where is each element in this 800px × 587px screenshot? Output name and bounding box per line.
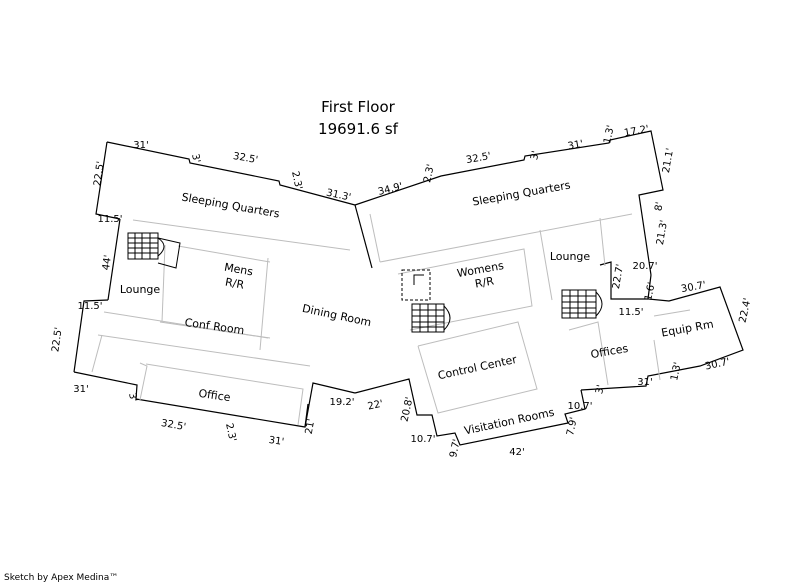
room-dining-room: Dining Room <box>301 302 373 329</box>
dimension-label: 32.5' <box>232 151 259 166</box>
room-equip-rm: Equip Rm <box>660 318 714 340</box>
dimension-label: 31' <box>73 384 88 395</box>
dimension-label: 17.2' <box>623 124 650 139</box>
dimension-label: 31.3' <box>325 188 352 204</box>
room-sleeping-quarters-left: Sleeping Quarters <box>181 191 281 221</box>
room-office: Office <box>198 387 232 404</box>
dimension-label: 3' <box>529 150 542 161</box>
dimension-label: 30.7' <box>704 357 731 373</box>
dimension-label: 32.5' <box>465 151 492 166</box>
dimension-label: 31' <box>567 139 584 153</box>
dimension-label: 32.5' <box>160 418 187 433</box>
sketch-credit: Sketch by Apex Medina™ <box>4 573 119 583</box>
inner-partitions <box>91 213 691 426</box>
dimension-label: 22.5' <box>50 327 64 353</box>
dimension-label: 31' <box>637 377 652 388</box>
floor-area: 19691.6 sf <box>318 120 399 138</box>
dimension-label: 11.5' <box>97 214 122 225</box>
dimension-label: 10.7' <box>410 434 435 445</box>
dimension-label: 1.3' <box>669 361 684 382</box>
floor-title: First Floor <box>321 98 395 116</box>
dimension-label: 22.7' <box>611 263 626 290</box>
dimension-label: 1.3' <box>602 124 617 145</box>
room-offices: Offices <box>590 342 630 361</box>
room-control-center: Control Center <box>437 353 519 383</box>
dimension-label: 31' <box>268 435 285 448</box>
dimension-label: 42' <box>509 447 524 458</box>
dimension-label: 22.4' <box>738 297 754 324</box>
dimension-label: 2.3' <box>223 422 238 443</box>
room-mens-line1: Mens <box>223 261 254 279</box>
dimension-label: 2.3' <box>289 170 304 191</box>
dimension-label: 22' <box>367 399 384 413</box>
dimension-label: 2.3' <box>422 163 437 184</box>
dimension-label: 21.3' <box>655 219 670 246</box>
dimension-label: 30.7' <box>680 280 707 295</box>
left-wing-walls <box>73 141 373 428</box>
dimension-label: 10.7' <box>567 401 592 412</box>
stair-center <box>401 269 451 333</box>
dimension-label: 3' <box>189 153 202 164</box>
stair-right <box>561 289 603 319</box>
dimension-label: 19.2' <box>329 397 354 408</box>
right-wing-walls <box>354 130 744 446</box>
room-conf-room: Conf Room <box>184 316 245 337</box>
dimension-label: 11.5' <box>618 307 643 318</box>
stair-left <box>127 232 181 269</box>
room-sleeping-quarters-right: Sleeping Quarters <box>471 178 571 208</box>
dimension-labels: 31' 3' 32.5' 2.3' 31.3' 22.5' 11.5' 44' … <box>50 124 753 459</box>
room-lounge-left: Lounge <box>120 283 161 296</box>
dimension-label: 21.1' <box>661 147 676 174</box>
dimension-label: 34.9' <box>377 181 404 198</box>
room-visitation-rooms: Visitation Rooms <box>463 406 556 438</box>
dimension-label: 8' <box>653 201 665 212</box>
dimension-label: 31' <box>133 140 148 151</box>
dimension-label: 1.6' <box>643 281 658 302</box>
dimension-label: 3' <box>594 384 607 395</box>
dimension-label: 20.8' <box>400 396 416 423</box>
dimension-label: 11.5' <box>77 301 102 312</box>
room-lounge-right: Lounge <box>550 250 591 263</box>
room-mens-line2: R/R <box>224 276 245 292</box>
dimension-label: 20.7' <box>632 261 657 272</box>
dimension-label: 7.9' <box>565 416 580 437</box>
dimension-label: 21' <box>304 418 318 435</box>
dimension-label: 9.7' <box>448 438 463 459</box>
dimension-label: 22.5' <box>92 161 106 187</box>
room-womens-line2: R/R <box>474 274 495 290</box>
dimension-label: 3' <box>126 392 139 403</box>
dimension-label: 44' <box>101 254 114 271</box>
